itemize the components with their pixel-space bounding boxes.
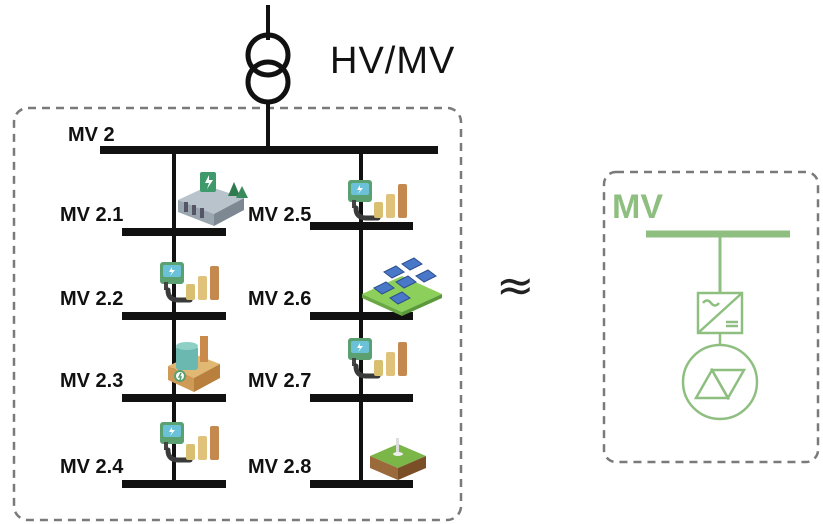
- ev-charger-storage-icon: [348, 180, 407, 218]
- main-bus-label: MV 2: [68, 124, 115, 146]
- transformer-icon: [245, 32, 291, 105]
- bus-label-mv-2-2: MV 2.2: [60, 288, 124, 310]
- equivalent-boundary: [602, 170, 820, 464]
- transformer-label: HV/MV: [330, 40, 456, 82]
- bus-label-mv-2-7: MV 2.7: [248, 370, 312, 392]
- bus-label-mv-2-6: MV 2.6: [248, 288, 312, 310]
- bus-label-mv-2-8: MV 2.8: [248, 456, 312, 478]
- ev-charger-storage-icon: [348, 338, 407, 376]
- bus-label-mv-2-1: MV 2.1: [60, 204, 124, 226]
- bus-label-mv-2-3: MV 2.3: [60, 370, 124, 392]
- inverter-machine-icon: [681, 291, 759, 421]
- bus-label-mv-2-4: MV 2.4: [60, 456, 124, 478]
- ev-charger-storage-icon: [160, 262, 219, 300]
- data-center-icon: [178, 172, 248, 226]
- approx-symbol: ≈: [496, 258, 535, 312]
- equivalent-mv-label: MV: [612, 188, 663, 226]
- solar-farm-icon: [361, 257, 443, 317]
- geothermal-icon: [370, 438, 426, 480]
- mv2-network-boundary: [12, 106, 463, 522]
- bus-label-mv-2-5: MV 2.5: [248, 204, 312, 226]
- ev-charger-storage-icon: [160, 422, 219, 460]
